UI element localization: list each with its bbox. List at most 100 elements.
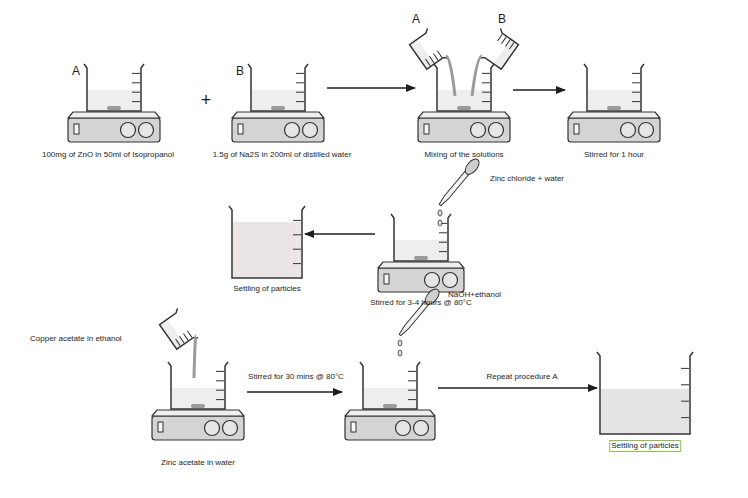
indicator <box>384 274 389 284</box>
knob <box>396 421 411 436</box>
liquid <box>395 240 447 260</box>
beaker-outline <box>480 28 520 71</box>
graduation-mark <box>439 251 447 252</box>
knob <box>639 123 654 138</box>
graduation-mark <box>176 339 181 346</box>
graduation-mark <box>482 82 490 83</box>
step-caption: Settling of particles <box>609 440 681 452</box>
process-arrow <box>513 89 565 91</box>
graduation-mark <box>293 249 301 250</box>
graduation-mark <box>293 263 301 264</box>
hotplate-top <box>232 112 324 118</box>
knob <box>425 273 440 288</box>
hotplate <box>232 112 324 142</box>
beaker <box>229 206 305 278</box>
vessel-letter: B <box>236 64 244 78</box>
graduation-mark <box>482 92 490 93</box>
knob <box>223 421 238 436</box>
knob <box>205 421 220 436</box>
liquid <box>233 222 301 277</box>
apparatus-node: A100mg of ZnO in 50ml of Isopropanol <box>68 62 160 142</box>
beaker-outline <box>391 214 451 261</box>
hotplate-top <box>152 410 244 416</box>
graduation-mark <box>216 390 224 391</box>
indicator <box>238 124 243 134</box>
apparatus <box>229 206 305 278</box>
beaker <box>158 308 198 351</box>
graduation-mark <box>132 73 140 74</box>
stir-bar <box>107 106 121 110</box>
apparatus <box>568 64 660 142</box>
beaker-outline <box>84 64 144 111</box>
beaker-node: Settling of particles <box>600 352 690 434</box>
apparatus-node: Mixing of the solutions <box>418 30 510 142</box>
hotplate <box>345 410 435 440</box>
process-arrow <box>247 391 342 393</box>
apparatus-node: Copper acetate in ethanolZinc acetate in… <box>152 350 244 440</box>
knob <box>285 123 300 138</box>
beaker-outline <box>597 352 693 434</box>
graduation-mark <box>132 92 140 93</box>
hotplate-top <box>568 112 660 118</box>
step-caption: 100mg of ZnO in 50ml of Isopropanol <box>42 150 174 160</box>
dropper <box>396 287 442 339</box>
hotplate-body <box>152 416 244 440</box>
apparatus-node: Zinc chloride + waterStirred for 3-4 hou… <box>378 212 464 292</box>
graduation-mark <box>501 37 506 44</box>
liquid <box>601 389 689 433</box>
hotplate-top <box>345 410 435 416</box>
graduation-mark <box>632 101 640 102</box>
graduation-mark <box>179 336 184 343</box>
beaker <box>434 64 494 111</box>
knob <box>443 273 458 288</box>
hotplate-top <box>378 262 464 268</box>
apparatus-node: B1.5g of Na2S in 200ml of distilled wate… <box>232 62 324 142</box>
graduation-mark <box>408 399 416 400</box>
step-caption: Zinc chloride + water <box>490 174 564 184</box>
graduation-mark <box>296 73 304 74</box>
apparatus <box>597 352 693 434</box>
knob <box>414 421 429 436</box>
graduation-mark <box>632 92 640 93</box>
liquid-stream <box>446 56 455 96</box>
pouring-beaker <box>158 308 198 351</box>
step-caption: Stirred for 3-4 hours @ 80°C <box>370 298 472 308</box>
graduation-mark <box>681 401 689 402</box>
graduation-mark <box>408 390 416 391</box>
apparatus-node: NaOH+ethanol <box>345 350 435 440</box>
graduation-mark <box>632 73 640 74</box>
step-caption: Copper acetate in ethanol <box>30 334 122 344</box>
graduation-mark <box>293 234 301 235</box>
beaker <box>168 362 228 409</box>
hotplate-body <box>345 416 435 440</box>
graduation-mark <box>183 334 188 341</box>
knob <box>471 123 486 138</box>
vessel-letter: B <box>496 12 508 26</box>
hotplate <box>68 112 160 142</box>
graduation-mark <box>408 371 416 372</box>
apparatus <box>152 362 244 440</box>
hotplate-body <box>568 118 660 142</box>
apparatus <box>68 64 160 142</box>
graduation-mark <box>482 101 490 102</box>
graduation-mark <box>296 101 304 102</box>
drop <box>438 220 442 226</box>
hotplate <box>418 112 510 142</box>
graduation-mark <box>681 368 689 369</box>
indicator <box>424 124 429 134</box>
drop <box>398 350 402 356</box>
graduation-mark <box>439 242 447 243</box>
liquid <box>588 90 640 110</box>
stir-bar <box>607 106 621 110</box>
pouring-beaker <box>408 28 448 71</box>
beaker <box>391 214 451 261</box>
beaker <box>84 64 144 111</box>
graduation-mark <box>437 51 442 58</box>
dropper <box>436 157 482 209</box>
stir-bar <box>383 404 397 408</box>
graduation-mark <box>426 59 431 66</box>
stir-bar <box>414 256 428 260</box>
stir-bar <box>191 404 205 408</box>
